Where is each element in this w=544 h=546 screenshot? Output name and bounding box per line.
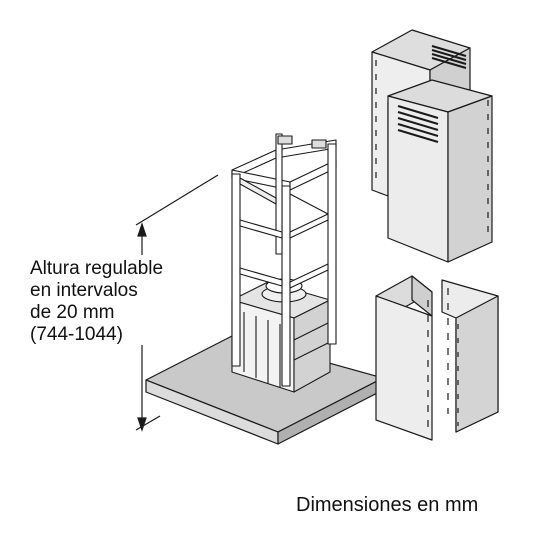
- height-label-line-4: (744-1044): [30, 324, 123, 345]
- height-label-line-2: en intervalos: [30, 280, 138, 301]
- lower-chimney-section: [387, 79, 493, 263]
- height-label-line-1: Altura regulable: [30, 258, 164, 279]
- height-dimension-line: [135, 174, 219, 432]
- chimney-panel-right: [441, 279, 499, 433]
- motor-block: [231, 278, 331, 393]
- height-adjustment-label: Altura regulable en intervalos de 20 mm …: [30, 258, 220, 346]
- height-label-line-3: de 20 mm: [30, 302, 115, 323]
- support-frame: [231, 133, 337, 387]
- chimney-panel-left: [375, 275, 433, 441]
- units-caption: Dimensiones en mm: [296, 494, 479, 516]
- canopy-base-plate: [145, 335, 384, 445]
